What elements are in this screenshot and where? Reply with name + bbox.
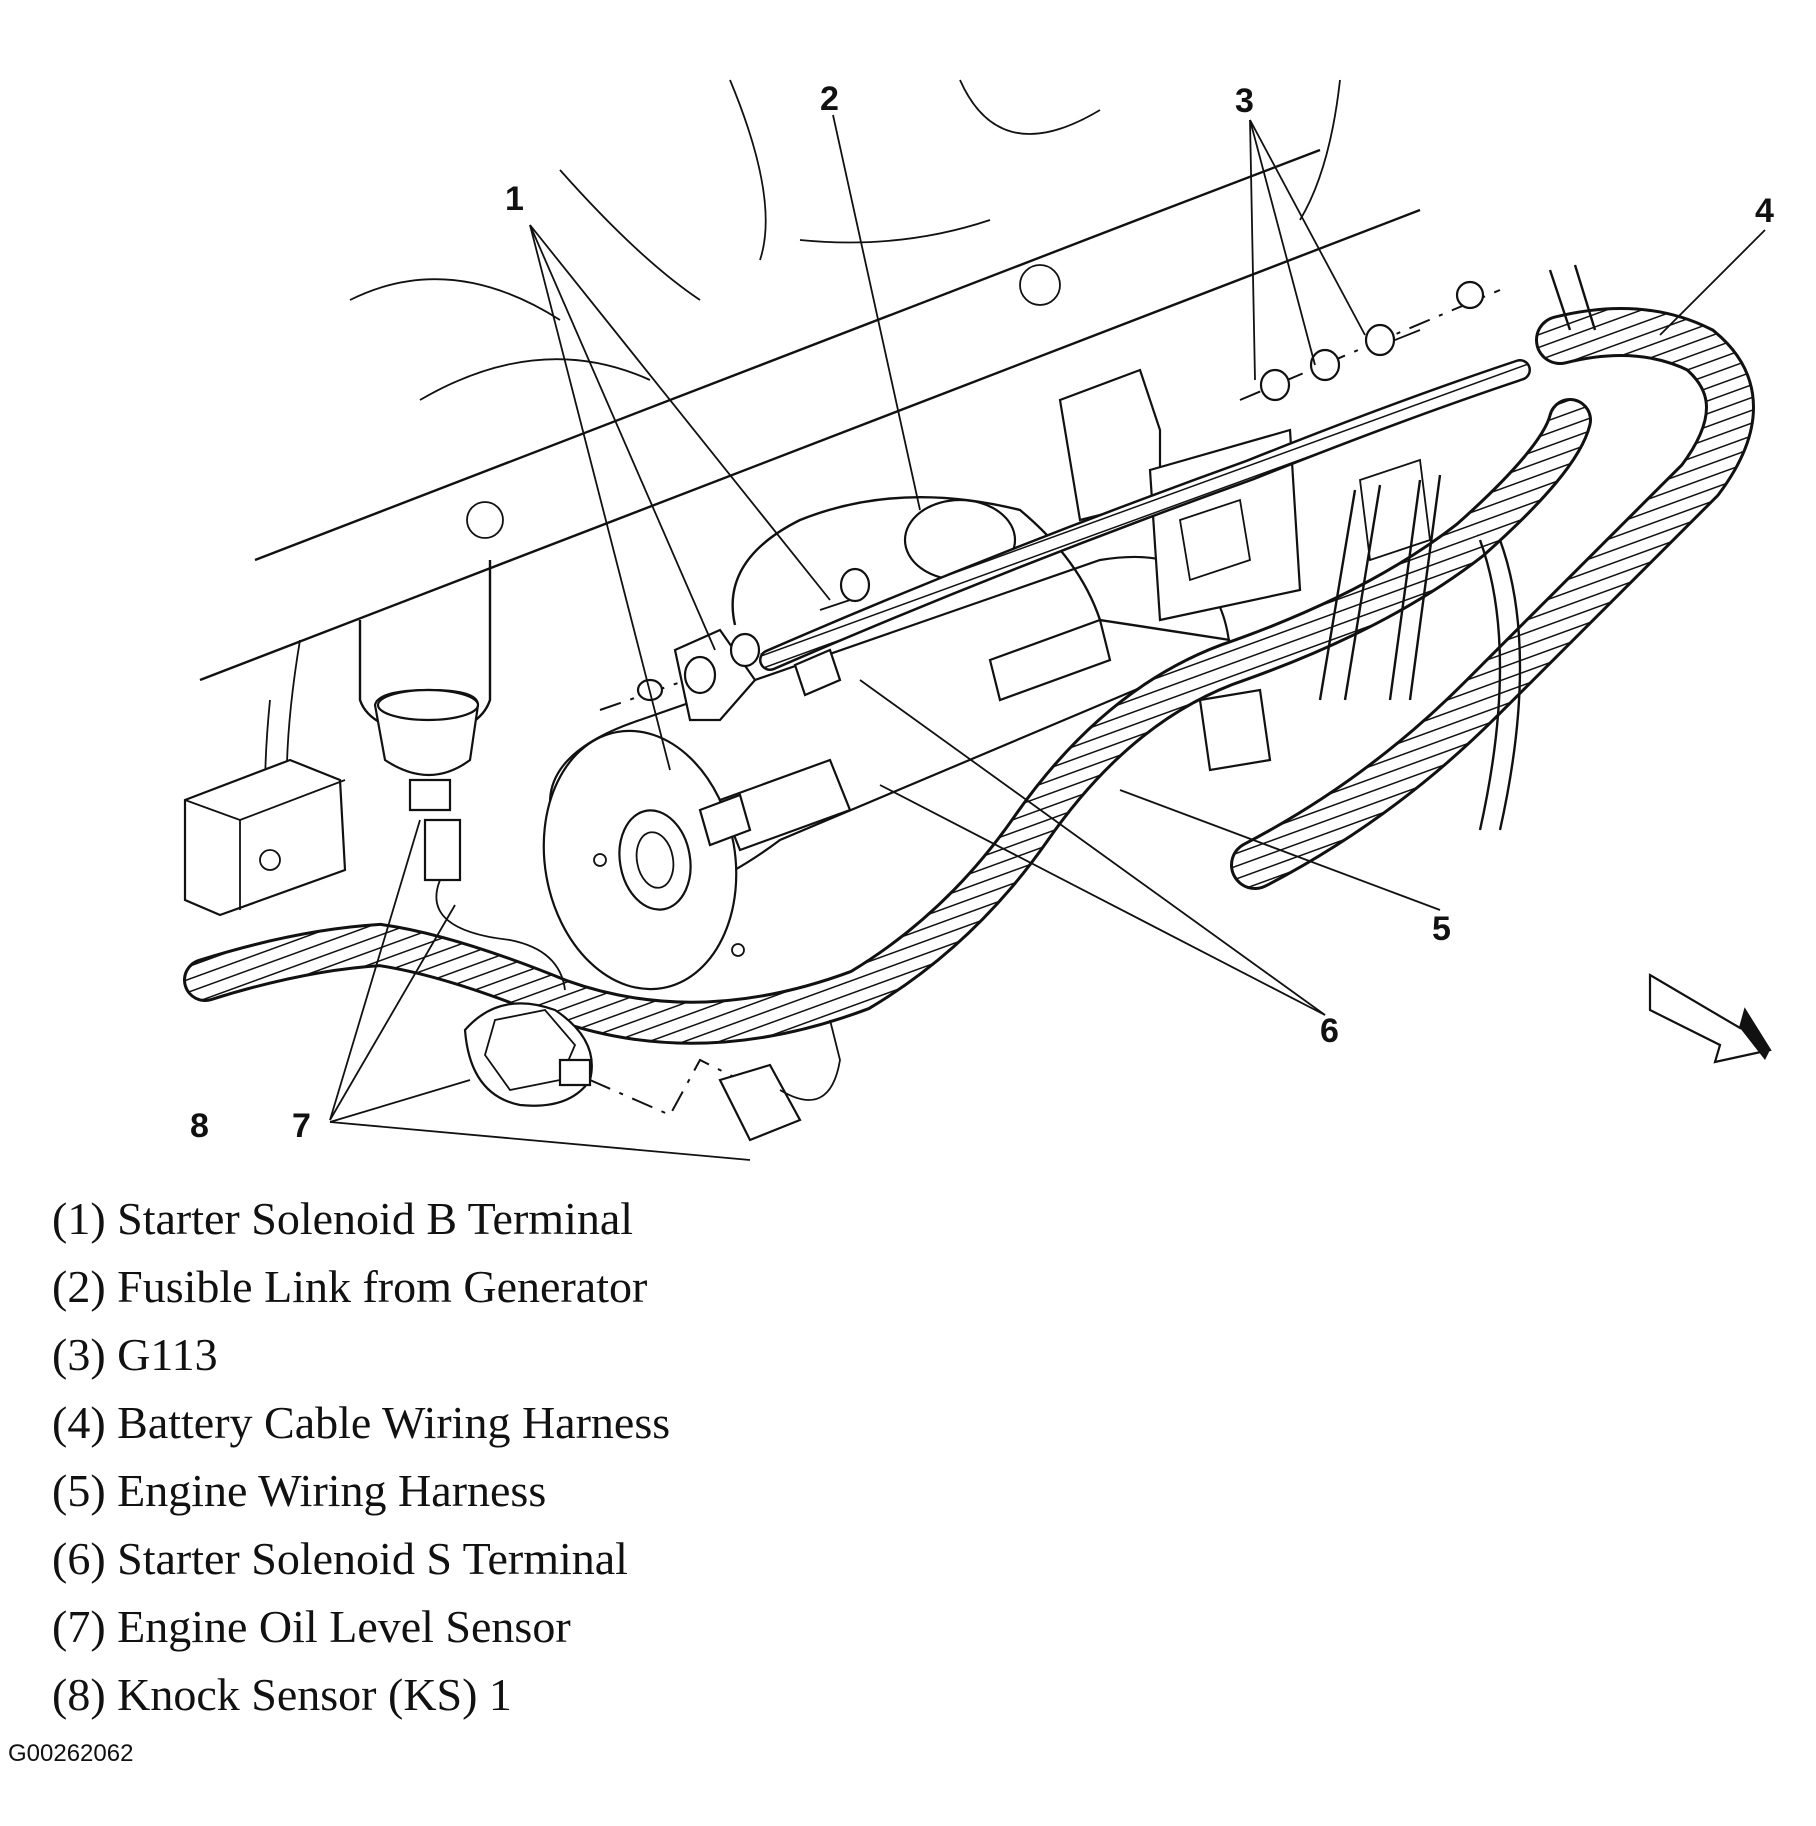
legend-item-8: (8) Knock Sensor (KS) 1 (52, 1661, 670, 1729)
legend-number: (8) (52, 1669, 106, 1720)
legend-item-3: (3) G113 (52, 1321, 670, 1389)
battery-cable-harness (1230, 307, 1755, 890)
oil-level-sensor (463, 1002, 841, 1142)
callout-8: 8 (190, 1107, 209, 1145)
legend-item-7: (7) Engine Oil Level Sensor (52, 1593, 670, 1661)
legend-text: Starter Solenoid S Terminal (117, 1533, 628, 1584)
callout-6: 6 (1320, 1012, 1339, 1050)
b-terminal-hardware (599, 567, 871, 722)
callout-5: 5 (1432, 910, 1451, 948)
engine-block (199, 79, 1421, 871)
legend-number: (3) (52, 1329, 106, 1380)
legend-item-5: (5) Engine Wiring Harness (52, 1457, 670, 1525)
legend-list: (1) Starter Solenoid B Terminal (2) Fusi… (52, 1185, 670, 1729)
legend-text: Knock Sensor (KS) 1 (117, 1669, 512, 1720)
solenoid-housing (1058, 368, 1431, 622)
legend-text: G113 (117, 1329, 218, 1380)
legend-text: Starter Solenoid B Terminal (117, 1193, 634, 1244)
fusible-link-wire (731, 495, 1231, 642)
legend-item-2: (2) Fusible Link from Generator (52, 1253, 670, 1321)
starter-motor (542, 498, 1272, 991)
callout-3: 3 (1235, 82, 1254, 120)
legend-number: (2) (52, 1261, 106, 1312)
view-direction-arrow-icon (1648, 973, 1772, 1064)
legend-number: (5) (52, 1465, 106, 1516)
legend-number: (6) (52, 1533, 106, 1584)
callout-4: 4 (1755, 192, 1774, 230)
legend-number: (1) (52, 1193, 106, 1244)
g113-ground-terminals (1239, 280, 1501, 402)
engine-starter-wiring-diagram: 1 2 3 4 5 6 7 8 (183, 79, 1774, 1161)
oil-pan-bracket (183, 758, 347, 917)
figure-id: G00262062 (8, 1740, 134, 1767)
leader-lines (329, 114, 1766, 1161)
callout-1: 1 (505, 180, 524, 218)
legend-text: Battery Cable Wiring Harness (117, 1397, 671, 1448)
legend-item-4: (4) Battery Cable Wiring Harness (52, 1389, 670, 1457)
callout-7: 7 (292, 1107, 311, 1145)
legend-text: Engine Wiring Harness (117, 1465, 547, 1516)
knock-sensor (373, 688, 566, 991)
legend-number: (7) (52, 1601, 106, 1652)
legend-item-6: (6) Starter Solenoid S Terminal (52, 1525, 670, 1593)
legend-number: (4) (52, 1397, 106, 1448)
legend-text: Fusible Link from Generator (117, 1261, 648, 1312)
legend-text: Engine Oil Level Sensor (117, 1601, 571, 1652)
legend-item-1: (1) Starter Solenoid B Terminal (52, 1185, 670, 1253)
callout-2: 2 (820, 80, 839, 118)
hoses (1318, 264, 1597, 831)
